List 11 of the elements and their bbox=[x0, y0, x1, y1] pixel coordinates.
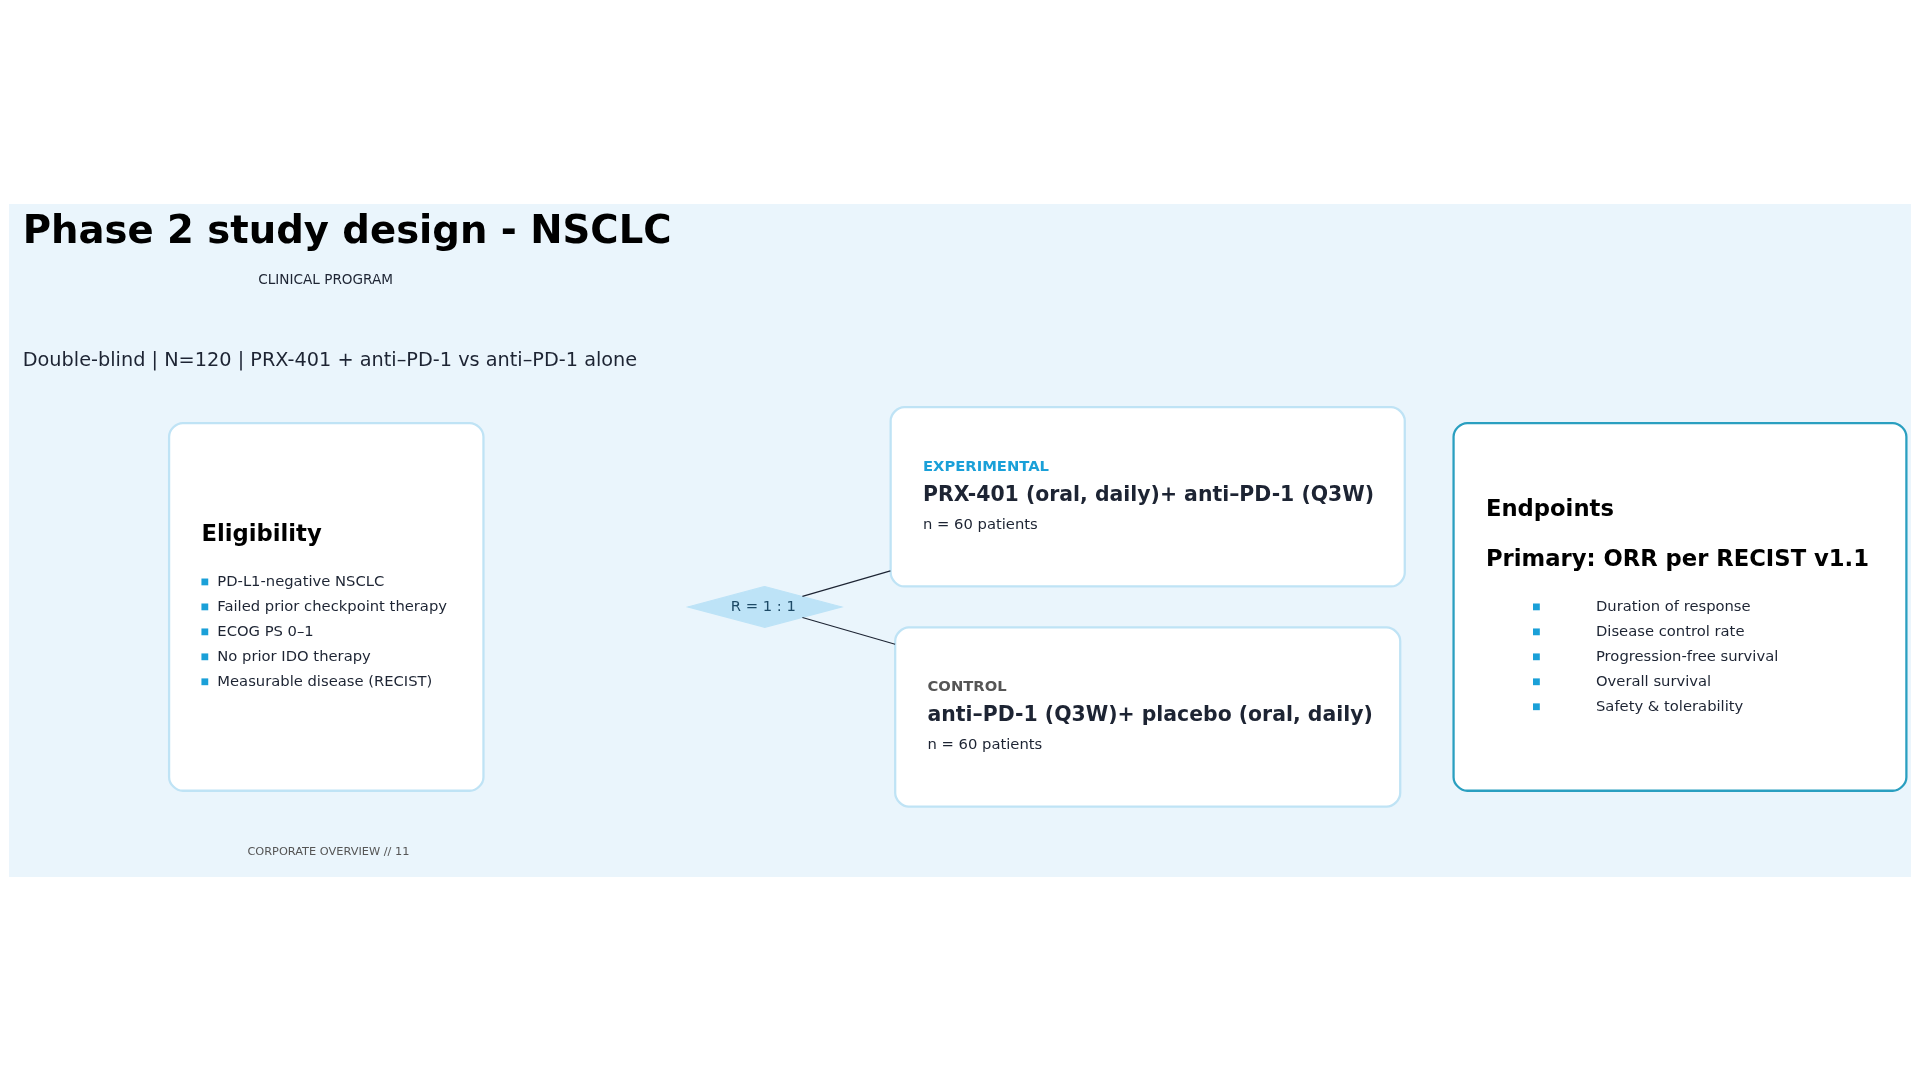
node-box: Eligibility PD-L1-negative NSCLC Failed prior checkpoint therapy ECOG PS 0–1 No prior IDO therapy Measurable disease (RECIST) bbox=[167, 421, 485, 792]
label: Double-blind | N=120 | PRX-401 + anti–PD-1 vs anti–PD-1 alone bbox=[22, 347, 638, 371]
label: CLINICAL PROGRAM bbox=[258, 270, 394, 287]
node-diamond: R = 1 : 1 bbox=[685, 585, 844, 628]
connector bbox=[801, 616, 896, 645]
connector bbox=[801, 569, 891, 597]
node-box: CONTROL anti–PD-1 (Q3W)+ placebo (oral, daily) n = 60 patients bbox=[894, 625, 1402, 808]
node-box: EXPERIMENTAL PRX-401 (oral, daily)+ anti–PD-1 (Q3W) n = 60 patients bbox=[889, 405, 1406, 588]
node-box: Endpoints Primary: ORR per RECIST v1.1 Duration of response Disease control rate Progression-free survival Overall survival Safety & tolerability bbox=[1452, 421, 1908, 792]
diagram-title: Phase 2 study design - NSCLC bbox=[22, 206, 672, 252]
label: CORPORATE OVERVIEW // 11 bbox=[247, 843, 410, 858]
